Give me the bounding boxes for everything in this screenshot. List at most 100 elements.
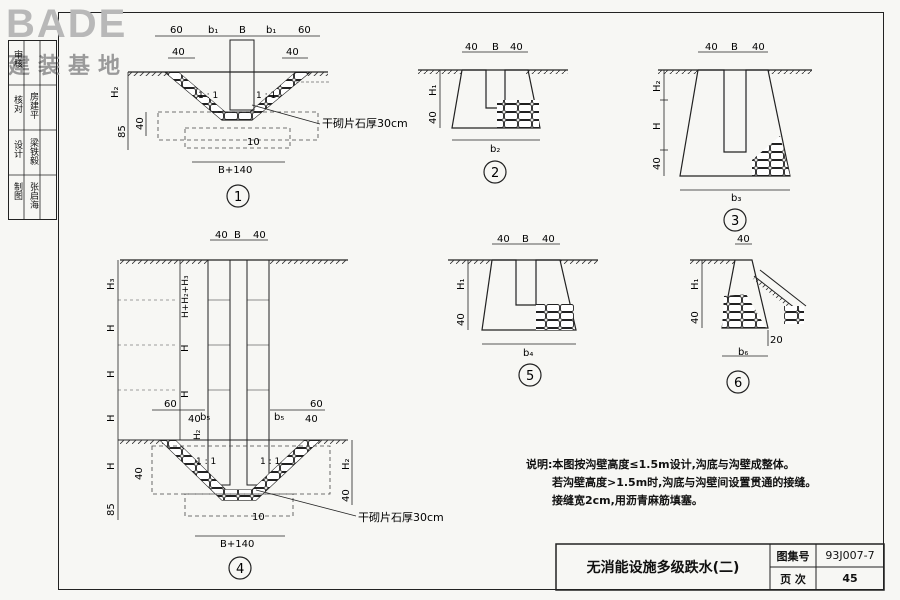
- fig3-dim-b: B: [731, 42, 738, 53]
- side-name-3: 张启海: [28, 182, 38, 209]
- fig4-masonry-note: 干砌片石厚30cm: [358, 511, 444, 524]
- fig1-dim-h2: H₂: [110, 86, 121, 98]
- signature-strip: [8, 40, 57, 220]
- fig4-dim-b140: B+140: [220, 539, 254, 550]
- fig1-masonry-note: 干砌片石厚30cm: [322, 117, 408, 130]
- figure-3-number: 3: [731, 214, 739, 229]
- figure-5-section: 40 B 40 H₁ 40 b₄ 5: [448, 234, 598, 387]
- fig2-dim-h1: H₁: [428, 84, 439, 96]
- fig5-dim-40-right: 40: [542, 234, 555, 245]
- fig2-dim-b2: b₂: [490, 144, 500, 155]
- figure-3-section: 40 B 40 H₂ H 40 b₃ 3: [652, 42, 812, 232]
- figure-4-number: 4: [236, 562, 244, 577]
- fig4-dim-40-b: 40: [305, 414, 318, 425]
- notes-line-3: 接缝宽2cm,用沥青麻筋填塞。: [552, 494, 703, 507]
- side-name-1: 房建平: [28, 92, 38, 119]
- fig1-slope-left: 1 : 1: [198, 91, 218, 101]
- figure-5-number: 5: [526, 369, 534, 384]
- figure-6-stones: [722, 294, 766, 328]
- fig5-dim-b: B: [522, 234, 529, 245]
- fig1-dim-b1-right: b₁: [266, 25, 276, 36]
- notes-text-1: 本图按沟壁高度≤1.5m设计,沟底与沟壁成整体。: [552, 458, 795, 471]
- figure-6-section: 40 H₁ 40 20 b₆ 6: [690, 234, 807, 394]
- fig3-dim-40-vert: 40: [652, 157, 663, 170]
- fig1-dim-b: B: [239, 25, 246, 36]
- fig1-dim-60-right: 60: [298, 25, 311, 36]
- fig4-dim-h-1: H: [106, 324, 117, 332]
- logo-subtitle: 建装基地: [8, 54, 129, 79]
- fig3-dim-b3: b₃: [731, 193, 741, 204]
- fig1-dim-40-left: 40: [172, 47, 185, 58]
- fig6-dim-h1: H₁: [690, 278, 701, 290]
- figure-1-section: 60 b₁ B b₁ 60 40 40 H₂ 85 40 1 : 1 1 : 1…: [110, 25, 408, 208]
- title-block-grid: [555, 543, 885, 591]
- figure-2-stones: [497, 100, 539, 128]
- page-number: 45: [842, 572, 858, 585]
- fig4-dim-40-right-vert: 40: [341, 489, 352, 502]
- figure-6-number: 6: [734, 376, 742, 391]
- fig4-dim-h-2: H: [106, 370, 117, 378]
- figure-5-stones: [536, 304, 574, 330]
- fig1-dim-b1-left: b₁: [208, 25, 218, 36]
- fig4-dim-h2-right: H₂: [341, 458, 352, 470]
- fig4-dim-85: 85: [106, 503, 117, 516]
- fig3-dim-h2: H₂: [652, 80, 663, 92]
- fig4-dim-h-sum: H+H₂+H₃: [181, 275, 191, 318]
- fig1-dim-60-left: 60: [170, 25, 183, 36]
- fig2-dim-40-right: 40: [510, 42, 523, 53]
- fig4-dim-h-6: H: [180, 390, 191, 398]
- figure-4-stone-lining: [160, 440, 320, 500]
- fig5-dim-40-vert: 40: [456, 313, 467, 326]
- notes-line-2: 若沟壁高度>1.5m时,沟底与沟壁间设置贯通的接缝。: [552, 476, 817, 489]
- fig2-dim-b: B: [492, 42, 499, 53]
- fig3-dim-h: H: [652, 122, 663, 130]
- fig3-dim-40-right: 40: [752, 42, 765, 53]
- fig4-dim-h3: H₃: [106, 278, 117, 290]
- logo-wordmark: BADE: [6, 2, 128, 46]
- fig5-dim-b4: b₄: [523, 348, 533, 359]
- fig3-dim-40-left: 40: [705, 42, 718, 53]
- fig4-dim-40-left-vert: 40: [134, 467, 145, 480]
- fig4-dim-40-a: 40: [188, 414, 201, 425]
- fig1-dim-40-right: 40: [286, 47, 299, 58]
- fig4-dim-b5-left: b₅: [200, 412, 210, 423]
- fig4-dim-h-3: H: [106, 414, 117, 422]
- fig6-dim-20: 20: [770, 335, 783, 346]
- fig4-dim-60-right: 60: [310, 399, 323, 410]
- fig1-dim-40-vert: 40: [135, 117, 146, 130]
- side-label-design: 设计: [12, 140, 22, 158]
- side-label-check: 核对: [12, 95, 22, 113]
- fig1-dim-b140: B+140: [218, 165, 252, 176]
- fig6-dim-40-vert: 40: [690, 311, 701, 324]
- fig1-dim-10: 10: [247, 137, 260, 148]
- fig4-slope-left: 1 : 1: [196, 457, 216, 467]
- fig4-dim-60-left: 60: [164, 399, 177, 410]
- atlas-number: 93J007-7: [825, 549, 875, 562]
- fig2-dim-40-vert: 40: [428, 111, 439, 124]
- side-name-2: 梁铁毅: [28, 138, 38, 165]
- figure-1-number: 1: [234, 190, 242, 205]
- fig5-dim-40-left: 40: [497, 234, 510, 245]
- fig4-dim-10: 10: [252, 512, 265, 523]
- side-label-drafting: 制图: [12, 182, 22, 200]
- notes-title: 说明:: [526, 458, 553, 471]
- fig5-dim-h1: H₁: [456, 278, 467, 290]
- sheet-title: 无消能设施多级跌水(二): [586, 560, 740, 576]
- fig1-dim-85: 85: [117, 125, 128, 138]
- figure-3-stones: [752, 136, 790, 176]
- atlas-label: 图集号: [776, 549, 810, 563]
- fig4-slope-right: 1 : 1: [260, 457, 280, 467]
- fig1-slope-right: 1 : 1: [256, 91, 276, 101]
- figure-2-section: 40 B 40 H₁ 40 b₂ 2: [418, 42, 568, 184]
- notes-line-1: 说明:本图按沟壁高度≤1.5m设计,沟底与沟壁成整体。: [526, 456, 795, 472]
- figure-4-section: 40 B 40 H₃ H H H H 85 H+H₂+H₃ H H 60 40 …: [106, 230, 444, 580]
- fig4-dim-40-left: 40: [215, 230, 228, 241]
- side-label-review: 审核: [12, 50, 22, 68]
- page-label: 页 次: [780, 572, 806, 586]
- drawing-frame: [58, 12, 884, 590]
- fig4-dim-b5-right: b₅: [274, 412, 284, 423]
- fig4-dim-b: B: [234, 230, 241, 241]
- figure-1-stone-lining: [165, 72, 310, 120]
